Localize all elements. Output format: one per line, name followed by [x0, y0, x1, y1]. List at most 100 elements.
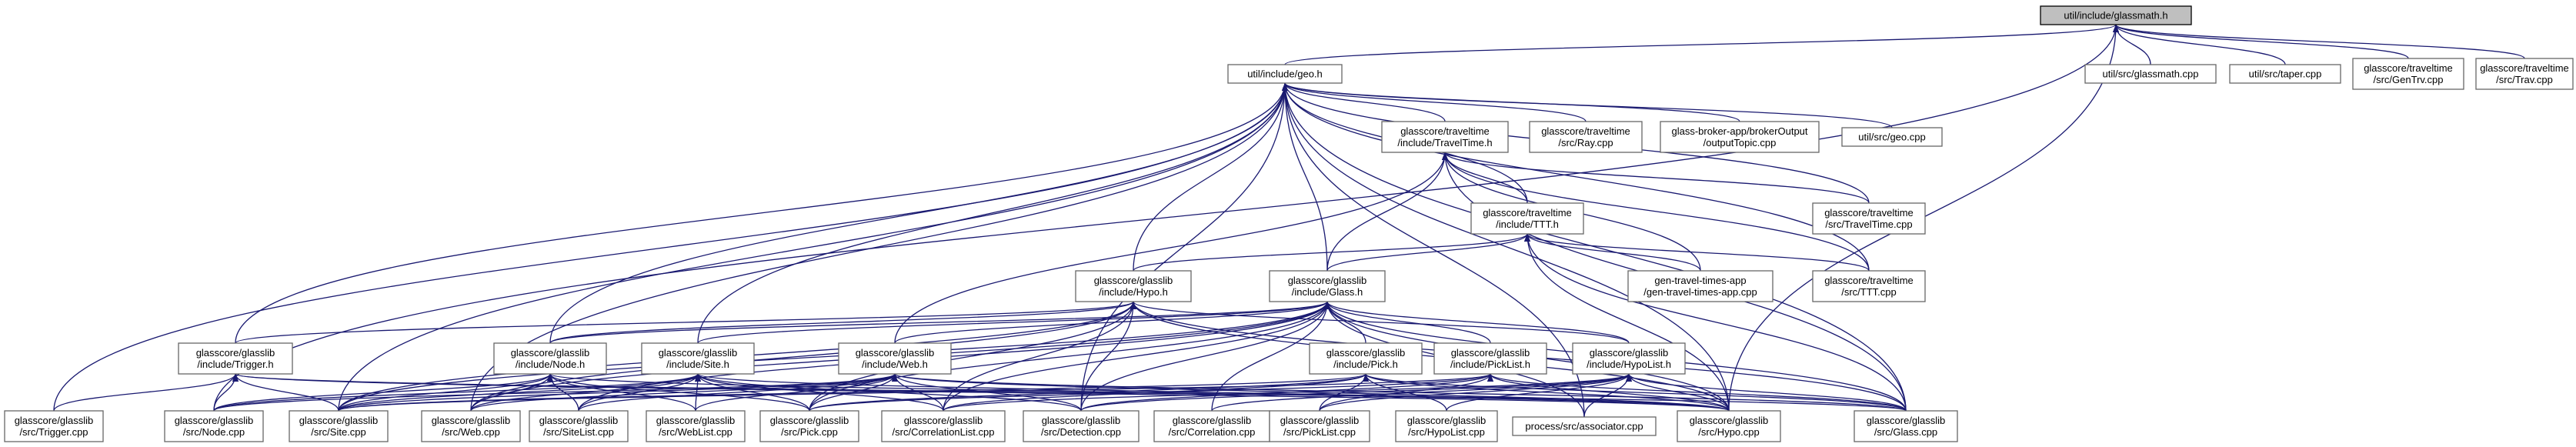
node-label-line: glasscore/glasslib — [539, 415, 619, 426]
node-label-line: /include/TravelTime.h — [1397, 137, 1492, 148]
node-label-line: /include/TTT.h — [1496, 218, 1559, 230]
node-box — [759, 410, 859, 442]
node-glass_cpp[interactable]: glasscore/glasslib/src/Glass.cpp — [1854, 410, 1958, 442]
edge-glass_cpp-to-picklist_h — [1487, 373, 1907, 412]
node-box — [2084, 64, 2217, 84]
node-label-line: glasscore/glasslib — [15, 415, 94, 426]
node-pick_h[interactable]: glasscore/glasslib/include/Pick.h — [1309, 342, 1423, 375]
node-label-line: /src/CorrelationList.cpp — [893, 426, 995, 438]
node-hypo_h[interactable]: glasscore/glasslib/include/Hypo.h — [1075, 270, 1192, 302]
node-web_h[interactable]: glasscore/glasslib/include/Web.h — [838, 342, 952, 375]
node-label-line: process/src/associator.cpp — [1525, 421, 1643, 432]
node-detection_cpp[interactable]: glasscore/glasslib/src/Detection.cpp — [1023, 410, 1140, 442]
node-traveltime_h[interactable]: glasscore/traveltime/include/TravelTime.… — [1381, 121, 1509, 153]
node-sitelist_cpp[interactable]: glasscore/glasslib/src/SiteList.cpp — [529, 410, 629, 442]
node-util_glassmath_cpp[interactable]: util/src/glassmath.cpp — [2084, 64, 2217, 84]
edge-picklist_h-to-glass_h — [1324, 301, 1491, 344]
node-glass_h[interactable]: glasscore/glasslib/include/Glass.h — [1269, 270, 1386, 302]
edge-pick_cpp-to-pick_h — [809, 373, 1369, 412]
edge-hypo_cpp-to-web_h — [892, 373, 1730, 412]
node-picklist_h[interactable]: glasscore/glasslib/include/PickList.h — [1433, 342, 1547, 375]
node-pick_cpp[interactable]: glasscore/glasslib/src/Pick.cpp — [759, 410, 859, 442]
edge-glass_cpp-to-geo_h — [1282, 82, 1907, 412]
edge-web_cpp-to-site_h — [470, 373, 701, 412]
node-label-line: glasscore/glasslib — [904, 415, 983, 426]
node-gtt_cpp[interactable]: gen-travel-times-app/gen-travel-times-ap… — [1627, 270, 1774, 302]
node-correlation_cpp[interactable]: glasscore/glasslib/src/Correlation.cpp — [1153, 410, 1270, 442]
edge-hypo_cpp-to-site_h — [695, 373, 1730, 412]
edge-hypo_cpp-to-ttt_h — [1524, 233, 1730, 412]
edge-hypo_h-to-ttt_h — [1133, 233, 1530, 272]
edge-trigger_cpp-to-geo_h — [53, 82, 1288, 412]
edge-geo_h-to-glassmath_h — [1284, 24, 2119, 65]
node-util_taper_cpp[interactable]: util/src/taper.cpp — [2229, 64, 2341, 84]
node-box — [164, 410, 264, 442]
node-ttt_h[interactable]: glasscore/traveltime/include/TTT.h — [1470, 202, 1584, 235]
node-box — [1309, 342, 1423, 375]
node-util_geo_cpp[interactable]: util/src/geo.cpp — [1841, 127, 1943, 147]
node-hypolist_cpp[interactable]: glasscore/glasslib/src/HypoList.cpp — [1395, 410, 1498, 442]
node-label-line: /include/Node.h — [516, 359, 585, 370]
node-label-line: glasscore/traveltime — [1824, 207, 1914, 218]
node-gentrv_cpp[interactable]: glasscore/traveltime/src/GenTrv.cpp — [2352, 58, 2464, 90]
node-box — [1812, 202, 1926, 235]
node-box — [1023, 410, 1140, 442]
node-correlationlist_cpp[interactable]: glasscore/glasslib/src/CorrelationList.c… — [881, 410, 1006, 442]
node-box — [1470, 202, 1584, 235]
node-box — [1812, 270, 1926, 302]
edge-trav_cpp-to-glassmath_h — [2113, 24, 2525, 59]
node-box — [289, 410, 389, 442]
node-label-line: /src/Correlation.cpp — [1169, 426, 1256, 438]
node-label-line: /src/Node.cpp — [183, 426, 245, 438]
node-box — [2352, 58, 2464, 90]
node-hypo_cpp[interactable]: glasscore/glasslib/src/Hypo.cpp — [1677, 410, 1781, 442]
node-traveltime_cpp[interactable]: glasscore/traveltime/src/TravelTime.cpp — [1812, 202, 1926, 235]
edge-traveltime_h-to-geo_h — [1282, 82, 1446, 122]
node-trigger_h[interactable]: glasscore/glasslib/include/Trigger.h — [178, 342, 293, 375]
node-label-line: glasscore/glasslib — [299, 415, 379, 426]
edge-hypolist_h-to-glass_h — [1324, 301, 1630, 344]
edge-glass_cpp-to-ttt_h — [1524, 233, 1907, 412]
node-ray_cpp[interactable]: glasscore/traveltime/src/Ray.cpp — [1529, 121, 1643, 153]
node-picklist_cpp[interactable]: glasscore/glasslib/src/PickList.cpp — [1269, 410, 1370, 442]
edge-util_taper_cpp-to-glassmath_h — [2113, 24, 2286, 65]
node-site_h[interactable]: glasscore/glasslib/include/Site.h — [641, 342, 755, 375]
edge-site_cpp-to-site_h — [338, 373, 701, 412]
node-box — [1075, 270, 1192, 302]
node-label-line: glasscore/glasslib — [1451, 347, 1530, 359]
edge-picklist_cpp-to-picklist_h — [1319, 373, 1493, 412]
node-geo_h[interactable]: util/include/geo.h — [1227, 64, 1343, 84]
node-site_cpp[interactable]: glasscore/glasslib/src/Site.cpp — [289, 410, 389, 442]
node-ttt_cpp[interactable]: glasscore/traveltime/src/TTT.cpp — [1812, 270, 1926, 302]
node-label-line: /include/Hypo.h — [1099, 286, 1168, 298]
edge-hypo_cpp-to-picklist_h — [1487, 373, 1730, 412]
node-box — [178, 342, 293, 375]
node-hypolist_h[interactable]: glasscore/glasslib/include/HypoList.h — [1572, 342, 1686, 375]
node-box — [1269, 410, 1370, 442]
node-node_cpp[interactable]: glasscore/glasslib/src/Node.cpp — [164, 410, 264, 442]
node-box — [1381, 121, 1509, 153]
edge-node_h-to-glass_h — [549, 301, 1330, 344]
node-label-line: /src/WebList.cpp — [659, 426, 732, 438]
nodes-layer: util/include/glassmath.h util/include/geo… — [4, 5, 2574, 442]
node-glassmath_h[interactable]: util/include/glassmath.h — [2040, 5, 2192, 25]
node-box — [1572, 342, 1686, 375]
node-node_h[interactable]: glasscore/glasslib/include/Node.h — [493, 342, 607, 375]
node-label-line: glasscore/glasslib — [659, 347, 738, 359]
node-trav_cpp[interactable]: glasscore/traveltime/src/Trav.cpp — [2475, 58, 2574, 90]
node-label-line: /include/Trigger.h — [197, 359, 273, 370]
node-label-line: glasscore/traveltime — [2364, 62, 2453, 74]
node-box — [421, 410, 521, 442]
node-label-line: /include/HypoList.h — [1587, 359, 1671, 370]
node-web_cpp[interactable]: glasscore/glasslib/src/Web.cpp — [421, 410, 521, 442]
edge-detection_cpp-to-hypo_h — [1080, 301, 1136, 412]
node-label-line: glasscore/traveltime — [2480, 62, 2569, 74]
node-weblist_cpp[interactable]: glasscore/glasslib/src/WebList.cpp — [646, 410, 746, 442]
node-label-line: /src/Detection.cpp — [1041, 426, 1121, 438]
node-label-line: glasscore/glasslib — [770, 415, 849, 426]
node-box — [529, 410, 629, 442]
node-trigger_cpp[interactable]: glasscore/glasslib/src/Trigger.cpp — [4, 410, 104, 442]
node-outputtopic_cpp[interactable]: glass-broker-app/brokerOutput/outputTopi… — [1660, 121, 1820, 153]
node-associator_cpp[interactable]: process/src/associator.cpp — [1512, 416, 1657, 436]
node-label-line: /include/PickList.h — [1450, 359, 1530, 370]
